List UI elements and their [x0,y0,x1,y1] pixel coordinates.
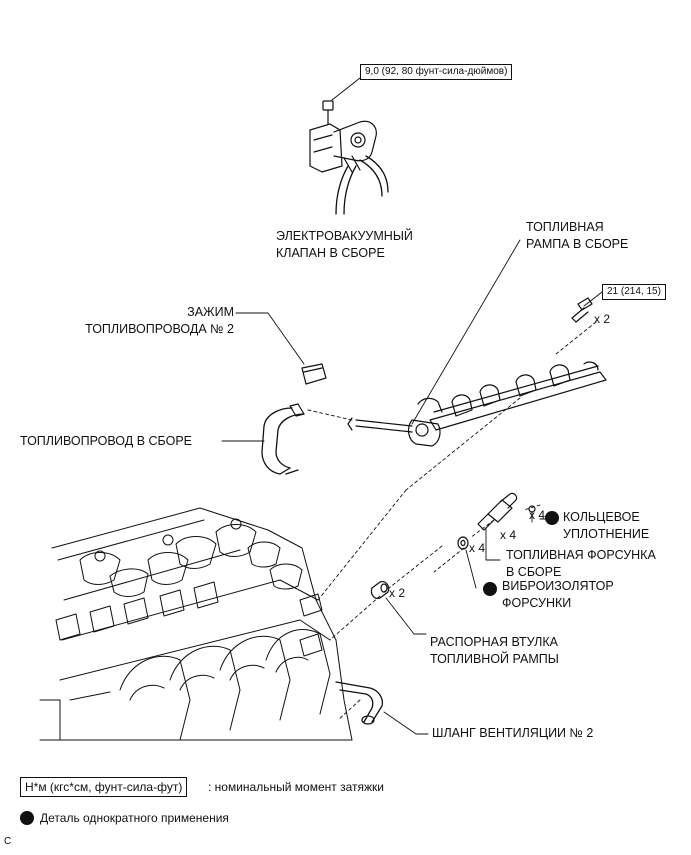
vsv-torque-spec: 9,0 (92, 80 фунт-сила-дюймов) [360,64,513,80]
non-reusable-dot-insulator [483,582,497,596]
insulator-drawing [457,536,477,589]
non-reusable-dot-o-ring [545,511,559,525]
injector-count: x 4 [500,528,517,542]
rail-bolt-torque-spec: 21 (214, 15) [602,284,666,300]
spacer-drawing [370,581,427,635]
spacer-count: x 2 [389,586,406,600]
injector-drawing [477,492,536,561]
o-ring-count: x 4 [529,508,546,522]
spacer-label: РАСПОРНАЯ ВТУЛКА ТОПЛИВНОЙ РАМПЫ [430,635,559,666]
injector-label: ТОПЛИВНАЯ ФОРСУНКА В СБОРЕ [506,548,656,579]
rail-bolt-count: x 2 [594,312,611,326]
fuel-pipe-label: ТОПЛИВОПРОВОД В СБОРЕ [20,434,192,448]
dashed-leaders [307,321,597,721]
legend-non-reusable-text: Деталь однократного применения [40,811,229,825]
clamp-label: ЗАЖИМ ТОПЛИВОПРОВОДА № 2 [85,305,234,336]
vsv-assembly-drawing [309,77,389,215]
insulator-count: x 4 [469,541,486,555]
legend-non-reusable-dot [20,811,34,825]
vent-hose-drawing [335,681,429,735]
clamp-drawing [235,312,327,385]
insulator-label: ВИБРОИЗОЛЯТОР ФОРСУНКИ [502,579,614,610]
vsv-label: ЭЛЕКТРОВАКУУМНЫЙ КЛАПАН В СБОРЕ [276,229,413,260]
legend-torque-desc: : номинальный момент затяжки [208,780,384,794]
fuel-rail-drawing [347,239,607,447]
o-ring-label: КОЛЬЦЕВОЕ УПЛОТНЕНИЕ [563,510,650,541]
fuel-pipe-drawing [221,403,305,475]
engine-block-drawing [39,507,353,741]
legend-torque-unit: Н*м (кгс*см, фунт-сила-фут) [20,777,188,797]
fuel-rail-label: ТОПЛИВНАЯ РАМПА В СБОРЕ [526,220,629,251]
corner-mark: C [4,836,12,847]
vent-hose-label: ШЛАНГ ВЕНТИЛЯЦИИ № 2 [432,726,594,740]
rail-bolt-drawing [571,291,603,323]
